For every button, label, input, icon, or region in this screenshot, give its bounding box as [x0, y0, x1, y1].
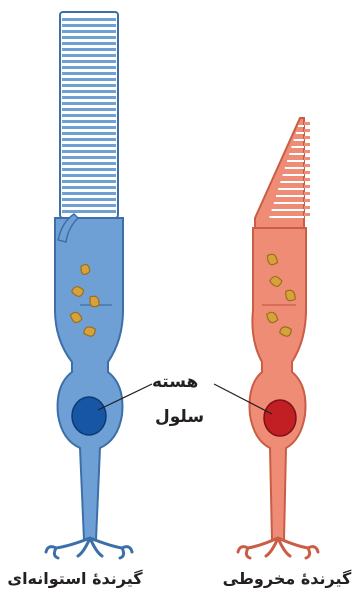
rod-disc: [62, 72, 116, 75]
cone-disc-gap: [291, 146, 304, 148]
rod-disc: [62, 36, 116, 39]
nucleus-label: هسته: [152, 372, 198, 392]
rod-disc: [62, 150, 116, 153]
rod-disc: [62, 18, 116, 21]
rod-disc: [62, 162, 116, 165]
cone-disc: [304, 206, 310, 209]
rod-disc: [62, 138, 116, 141]
rod-synaptic-terminal: [46, 538, 132, 558]
cone-disc: [304, 157, 310, 160]
cone-disc: [304, 143, 310, 146]
cone-disc: [304, 171, 310, 174]
rod-disc: [62, 156, 116, 159]
rod-disc: [62, 60, 116, 63]
cone-disc: [304, 199, 310, 202]
cone-disc: [304, 164, 310, 167]
rod-disc: [62, 102, 116, 105]
rod-caption: گیرندهٔ استوانه‌ای: [0, 569, 150, 588]
cone-nucleus: [264, 400, 296, 436]
cone-disc: [304, 192, 310, 195]
cone-disc: [304, 122, 310, 125]
rod-disc: [62, 126, 116, 129]
rod-disc: [62, 24, 116, 27]
cone-disc-gap: [278, 188, 304, 190]
rod-disc: [62, 114, 116, 117]
cone-disc-gap: [296, 132, 304, 134]
cone-disc: [304, 213, 310, 216]
cone-disc-gap: [298, 125, 304, 127]
rod-disc: [62, 90, 116, 93]
cone-disc-gap: [269, 216, 304, 218]
rod-disc: [62, 204, 116, 207]
rod-disc: [62, 174, 116, 177]
cone-disc-gap: [294, 139, 304, 141]
cone-disc-gap: [274, 202, 304, 204]
cone-disc: [304, 178, 310, 181]
cone-disc: [304, 150, 310, 153]
rod-disc: [62, 186, 116, 189]
rod-disc: [62, 48, 116, 51]
rod-disc: [62, 210, 116, 213]
cone-disc-gap: [272, 209, 304, 211]
cone-disc-gap: [280, 181, 304, 183]
cone-cell: [238, 118, 318, 558]
rod-nucleus: [72, 397, 106, 435]
cone-disc-gap: [287, 160, 304, 162]
rod-disc: [62, 66, 116, 69]
rod-disc: [62, 108, 116, 111]
rod-disc: [62, 30, 116, 33]
rod-disc: [62, 144, 116, 147]
cone-disc: [304, 136, 310, 139]
rod-disc: [62, 42, 116, 45]
rod-disc: [62, 54, 116, 57]
rod-disc: [62, 192, 116, 195]
rod-disc: [62, 96, 116, 99]
rod-cell: [46, 12, 132, 558]
cone-disc-gap: [285, 167, 304, 169]
rod-disc: [62, 84, 116, 87]
rod-disc: [62, 180, 116, 183]
rod-disc: [62, 78, 116, 81]
rod-disc: [62, 132, 116, 135]
rod-disc: [62, 198, 116, 201]
rod-disc: [62, 168, 116, 171]
cell-label: سلول: [155, 407, 204, 427]
cone-disc-gap: [289, 153, 304, 155]
cone-disc: [304, 129, 310, 132]
cone-synaptic-terminal: [238, 538, 318, 558]
cone-disc-gap: [276, 195, 304, 197]
cone-disc: [304, 185, 310, 188]
cone-disc-gap: [283, 174, 304, 176]
rod-outer-segment: [60, 12, 118, 218]
cone-caption: گیرندهٔ مخروطی: [214, 569, 360, 588]
rod-disc: [62, 120, 116, 123]
cone-inner-segment: [250, 228, 307, 540]
